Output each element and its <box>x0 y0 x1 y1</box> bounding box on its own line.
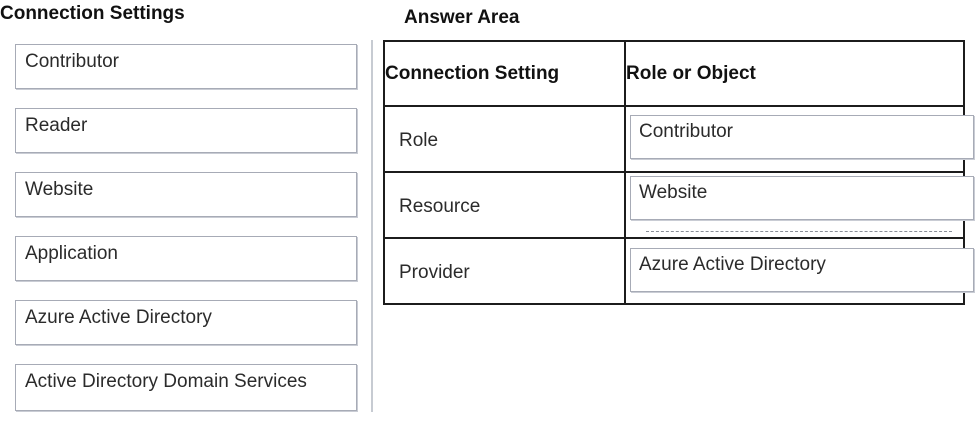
drop-target-resource[interactable]: Website <box>624 171 974 239</box>
answer-contributor[interactable]: Contributor <box>630 115 974 159</box>
option-active-directory-domain-services[interactable]: Active Directory Domain Services <box>15 364 357 411</box>
connection-settings-heading: Connection Settings <box>0 3 185 24</box>
drop-target-role[interactable]: Contributor <box>624 105 974 173</box>
header-role-or-object: Role or Object <box>624 40 965 107</box>
answer-website[interactable]: Website <box>630 176 974 220</box>
drop-target-outline <box>646 231 952 232</box>
answer-table: Connection Setting Role or Object Role C… <box>383 40 974 305</box>
answer-row-provider: Provider Azure Active Directory <box>383 237 974 305</box>
setting-label-resource: Resource <box>383 171 626 239</box>
answer-area-heading: Answer Area <box>404 7 520 28</box>
answer-azure-active-directory[interactable]: Azure Active Directory <box>630 248 974 292</box>
option-reader[interactable]: Reader <box>15 108 357 153</box>
setting-label-provider: Provider <box>383 237 626 305</box>
option-azure-active-directory[interactable]: Azure Active Directory <box>15 300 357 345</box>
answer-table-header: Connection Setting Role or Object <box>383 40 965 107</box>
answer-row-role: Role Contributor <box>383 105 974 173</box>
drop-target-provider[interactable]: Azure Active Directory <box>624 237 974 305</box>
option-contributor[interactable]: Contributor <box>15 44 357 89</box>
setting-label-role: Role <box>383 105 626 173</box>
panel-divider <box>371 40 373 412</box>
option-application[interactable]: Application <box>15 236 357 281</box>
option-website[interactable]: Website <box>15 172 357 217</box>
header-connection-setting: Connection Setting <box>383 40 626 107</box>
answer-row-resource: Resource Website <box>383 171 974 239</box>
